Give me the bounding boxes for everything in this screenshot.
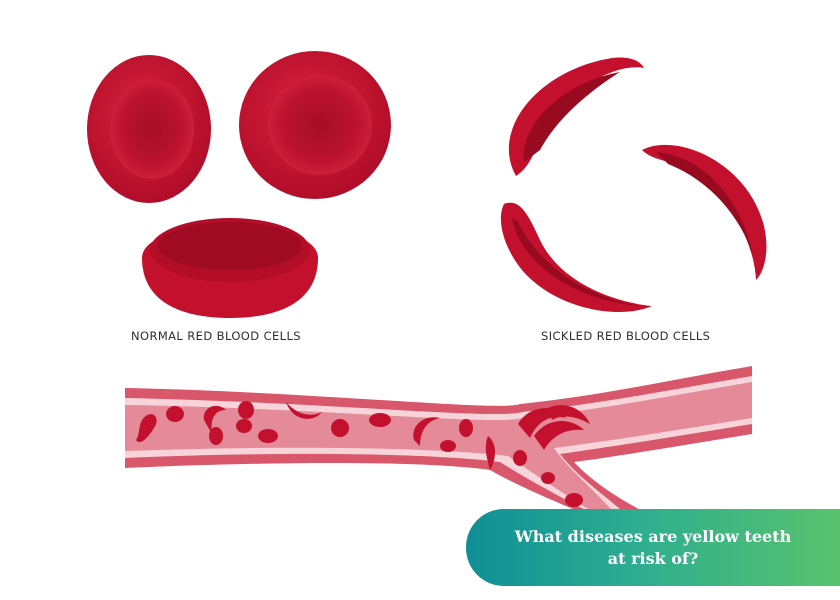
sickled-red-blood-cell xyxy=(500,202,652,312)
normal-red-blood-cell-side-view xyxy=(142,218,318,318)
sickled-red-blood-cell xyxy=(508,57,644,176)
sickled-cells-caption: SICKLED RED BLOOD CELLS xyxy=(541,329,711,343)
blood-vessel xyxy=(125,366,752,520)
normal-cells-caption: NORMAL RED BLOOD CELLS xyxy=(131,329,301,343)
question-banner[interactable]: What diseases are yellow teeth at risk o… xyxy=(466,509,840,586)
normal-red-blood-cell xyxy=(87,55,211,203)
question-text: What diseases are yellow teeth at risk o… xyxy=(514,526,792,568)
sickled-red-blood-cell xyxy=(642,144,767,280)
vessel-blood-cells xyxy=(136,401,590,507)
normal-red-blood-cell xyxy=(239,51,391,199)
